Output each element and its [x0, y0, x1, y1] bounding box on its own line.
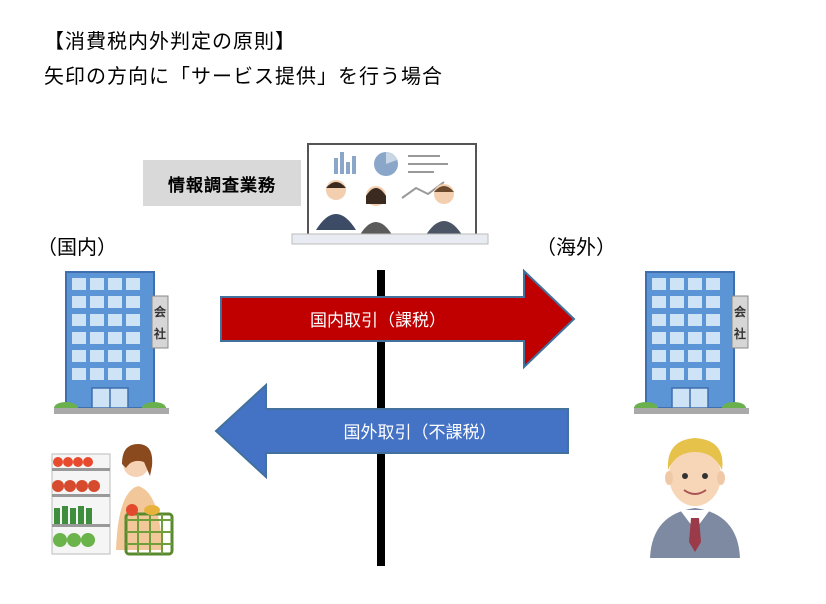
region-label-overseas: （海外）: [536, 235, 616, 259]
arrow-left-shape: [214, 382, 569, 480]
building-sign-bottom: 社: [153, 326, 166, 341]
office-building-icon: 会 社: [634, 271, 749, 414]
building-sign-bottom: 社: [733, 326, 746, 341]
businessman-icon: [650, 438, 740, 558]
heading-principle: 【消費税内外判定の原則】: [44, 29, 296, 53]
building-sign-top: 会: [734, 304, 747, 319]
arrow-left-label: 国外取引（不課税）: [344, 423, 497, 443]
arrow-overseas-transaction: 国外取引（不課税）: [214, 382, 569, 480]
arrow-right-shape: [220, 268, 576, 370]
region-label-domestic: （国内）: [37, 235, 117, 259]
building-sign-top: 会: [154, 304, 167, 319]
task-label: 情報調査業務: [168, 175, 276, 196]
heading-condition: 矢印の方向に「サービス提供」を行う場合: [44, 64, 443, 88]
meeting-illustration-icon: [291, 143, 489, 245]
arrow-right-label: 国内取引（課税）: [310, 311, 446, 331]
office-building-icon: 会 社: [54, 271, 169, 414]
arrow-domestic-transaction: 国内取引（課税）: [220, 268, 576, 370]
task-label-box: 情報調査業務: [143, 160, 301, 206]
shopper-woman-icon: [51, 444, 174, 556]
